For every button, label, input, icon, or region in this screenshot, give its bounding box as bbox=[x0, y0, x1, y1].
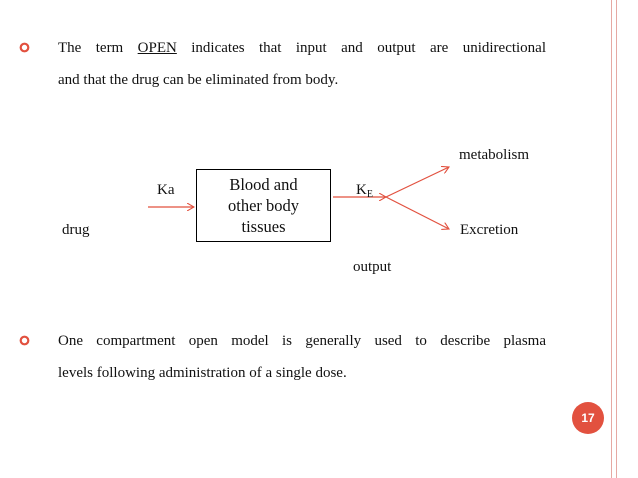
paragraph-line: The term OPEN indicates that input and o… bbox=[58, 32, 546, 64]
bullet-paragraph-1: The term OPEN indicates that input and o… bbox=[58, 32, 546, 96]
metabolism-arrow bbox=[385, 167, 449, 198]
excretion-arrow bbox=[385, 196, 449, 229]
box-line: other body bbox=[227, 196, 300, 215]
box-line: tissues bbox=[241, 217, 286, 236]
text-run: The term bbox=[58, 40, 138, 56]
ring-bullet-icon bbox=[17, 333, 31, 347]
metabolism-label: metabolism bbox=[459, 147, 529, 163]
excretion-label: Excretion bbox=[460, 222, 519, 238]
central-compartment-box: Blood and other body tissues bbox=[196, 169, 331, 242]
text-run: One compartment open model is generally … bbox=[58, 333, 546, 349]
ke-label: KE bbox=[356, 181, 373, 204]
paragraph-line: levels following administration of a sin… bbox=[58, 357, 546, 389]
ke-main: K bbox=[356, 182, 367, 198]
text-run: levels following administration of a sin… bbox=[58, 365, 347, 381]
text-run: and that the drug can be eliminated from… bbox=[58, 72, 339, 88]
slide-border-line bbox=[616, 0, 617, 478]
ring-bullet-icon bbox=[17, 40, 31, 54]
paragraph-line: One compartment open model is generally … bbox=[58, 325, 546, 357]
page-number: 17 bbox=[581, 411, 595, 425]
bullet-paragraph-2: One compartment open model is generally … bbox=[58, 325, 546, 389]
output-label: output bbox=[353, 259, 392, 275]
underlined-term: OPEN bbox=[137, 40, 177, 56]
box-line: Blood and bbox=[229, 175, 298, 194]
paragraph-line: and that the drug can be eliminated from… bbox=[58, 64, 546, 96]
slide-border-line bbox=[611, 0, 612, 478]
ka-label: Ka bbox=[157, 182, 175, 198]
text-run: indicates that input and output are unid… bbox=[176, 40, 547, 56]
drug-label: drug bbox=[62, 222, 90, 238]
ke-subscript: E bbox=[366, 189, 373, 200]
page-number-badge: 17 bbox=[572, 402, 604, 434]
